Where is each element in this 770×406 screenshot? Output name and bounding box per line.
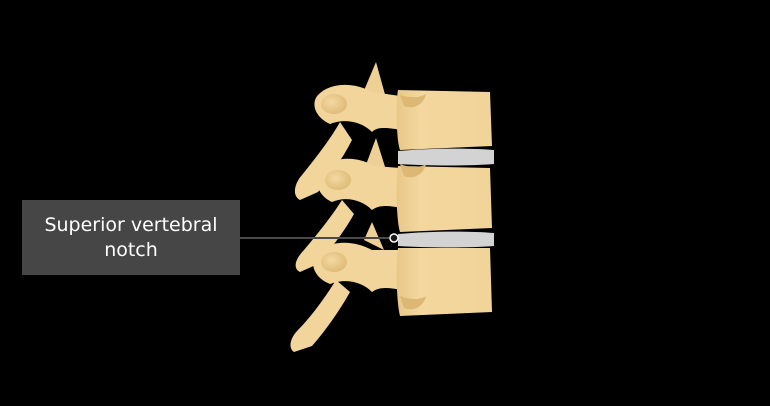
intervertebral-disc-lower <box>398 231 494 248</box>
vertebra-top <box>294 62 492 200</box>
intervertebral-disc-upper <box>398 148 494 166</box>
vertebra-middle <box>295 138 492 272</box>
label-text: Superior vertebral notch <box>44 213 217 263</box>
vertebra-bottom <box>290 222 492 352</box>
label-line-1: Superior vertebral <box>44 213 218 236</box>
label-superior-vertebral-notch: Superior vertebral notch <box>22 200 240 275</box>
pointer-marker <box>389 233 399 243</box>
label-line-2: notch <box>104 238 158 261</box>
